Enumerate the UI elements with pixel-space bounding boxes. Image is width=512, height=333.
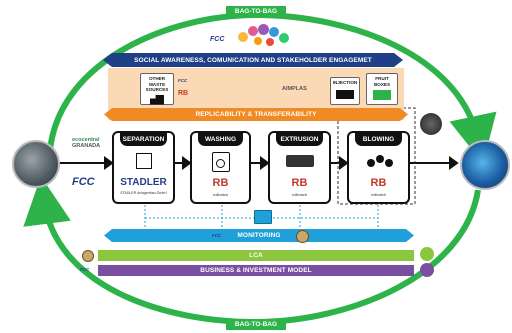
university-seal-lca (82, 250, 94, 262)
rollbatch-logo-washing: RB (212, 177, 229, 189)
stadler-logo: STADLER (120, 177, 167, 188)
rollbatch-logo-extrusion: RB (291, 177, 308, 189)
laptop-icon (254, 210, 272, 224)
waste-bags-photo (12, 140, 60, 188)
fcc-logo-business: FCC (80, 267, 90, 272)
rb-logo-panel: RB (178, 90, 189, 97)
lca-band: LCA (249, 252, 263, 259)
rollbatch-sub-blowing: rollbatch (370, 192, 387, 197)
business-band-bar (98, 265, 414, 276)
rollbatch-sub-washing: rollbatch (212, 192, 229, 197)
fcc-logo-left: FCC (72, 176, 95, 188)
social-awareness-band: SOCIAL AWARENESS, COMUNICATION AND STAKE… (134, 56, 372, 64)
injection-box: INJECTION (330, 77, 360, 105)
social-logo-cluster (236, 24, 294, 50)
fcc-logo-top: FCC (210, 36, 225, 43)
stage-washing: WASHING RB rollbatch (190, 131, 251, 204)
bag-to-bag-bottom-label: BAG-TO-BAG (226, 319, 286, 330)
fruit-boxes-box: FRUIT BOXES (366, 73, 398, 105)
lca-band-bar (98, 250, 414, 261)
injection-machine-icon (336, 89, 354, 99)
pellets-photo (420, 113, 442, 135)
settings-icon (420, 263, 434, 277)
replicability-band-shape (104, 108, 408, 121)
monitoring-band-shape (104, 229, 414, 242)
washing-machine-icon (212, 152, 230, 172)
stadler-logo-sub: STADLER Anlagenbau GmbH (120, 191, 167, 195)
separation-icon (136, 153, 152, 169)
stage-separation: SEPARATION STADLER STADLER Anlagenbau Gm… (112, 131, 175, 204)
ecocentral-logo: ecocentral GRANADA (72, 137, 101, 149)
stage-separation-title: SEPARATION (120, 132, 167, 146)
stage-extrusion-title: EXTRUSION (276, 132, 323, 146)
fcc-logo-panel: FCC (178, 78, 188, 83)
fcc-logo-monitoring: FCC (212, 233, 222, 238)
crate-icon (373, 90, 391, 100)
business-band: BUSINESS & INVESTMENT MODEL (200, 267, 312, 274)
monitoring-band: MONITORING (237, 232, 281, 239)
stage-blowing-title: BLOWING (355, 132, 402, 146)
replicability-band: REPLICABILITY & TRANSFERABILITY (195, 111, 317, 118)
stage-extrusion: EXTRUSION RB rollbatch (268, 131, 331, 204)
blowing-film-icon (367, 153, 393, 169)
rollbatch-sub-extrusion: rollbatch (291, 192, 308, 197)
blue-bags-photo (460, 140, 510, 190)
stage-blowing: BLOWING RB rollbatch (347, 131, 410, 204)
social-band-shape (103, 53, 403, 67)
recycle-icon (420, 247, 434, 261)
rollbatch-logo-blowing: RB (370, 177, 387, 189)
university-seal-monitoring (296, 230, 309, 243)
truck-icon (150, 94, 164, 105)
extruder-icon (286, 155, 314, 167)
aimplas-logo: AIMPLAS (282, 86, 307, 92)
stage-connectors (60, 156, 459, 170)
stage-washing-title: WASHING (198, 132, 243, 146)
other-waste-sources-box: OTHER WASTE SOURCES (140, 73, 174, 105)
blowing-dashed-frame (337, 107, 416, 205)
bag-to-bag-top-label: BAG-TO-BAG (226, 6, 286, 17)
